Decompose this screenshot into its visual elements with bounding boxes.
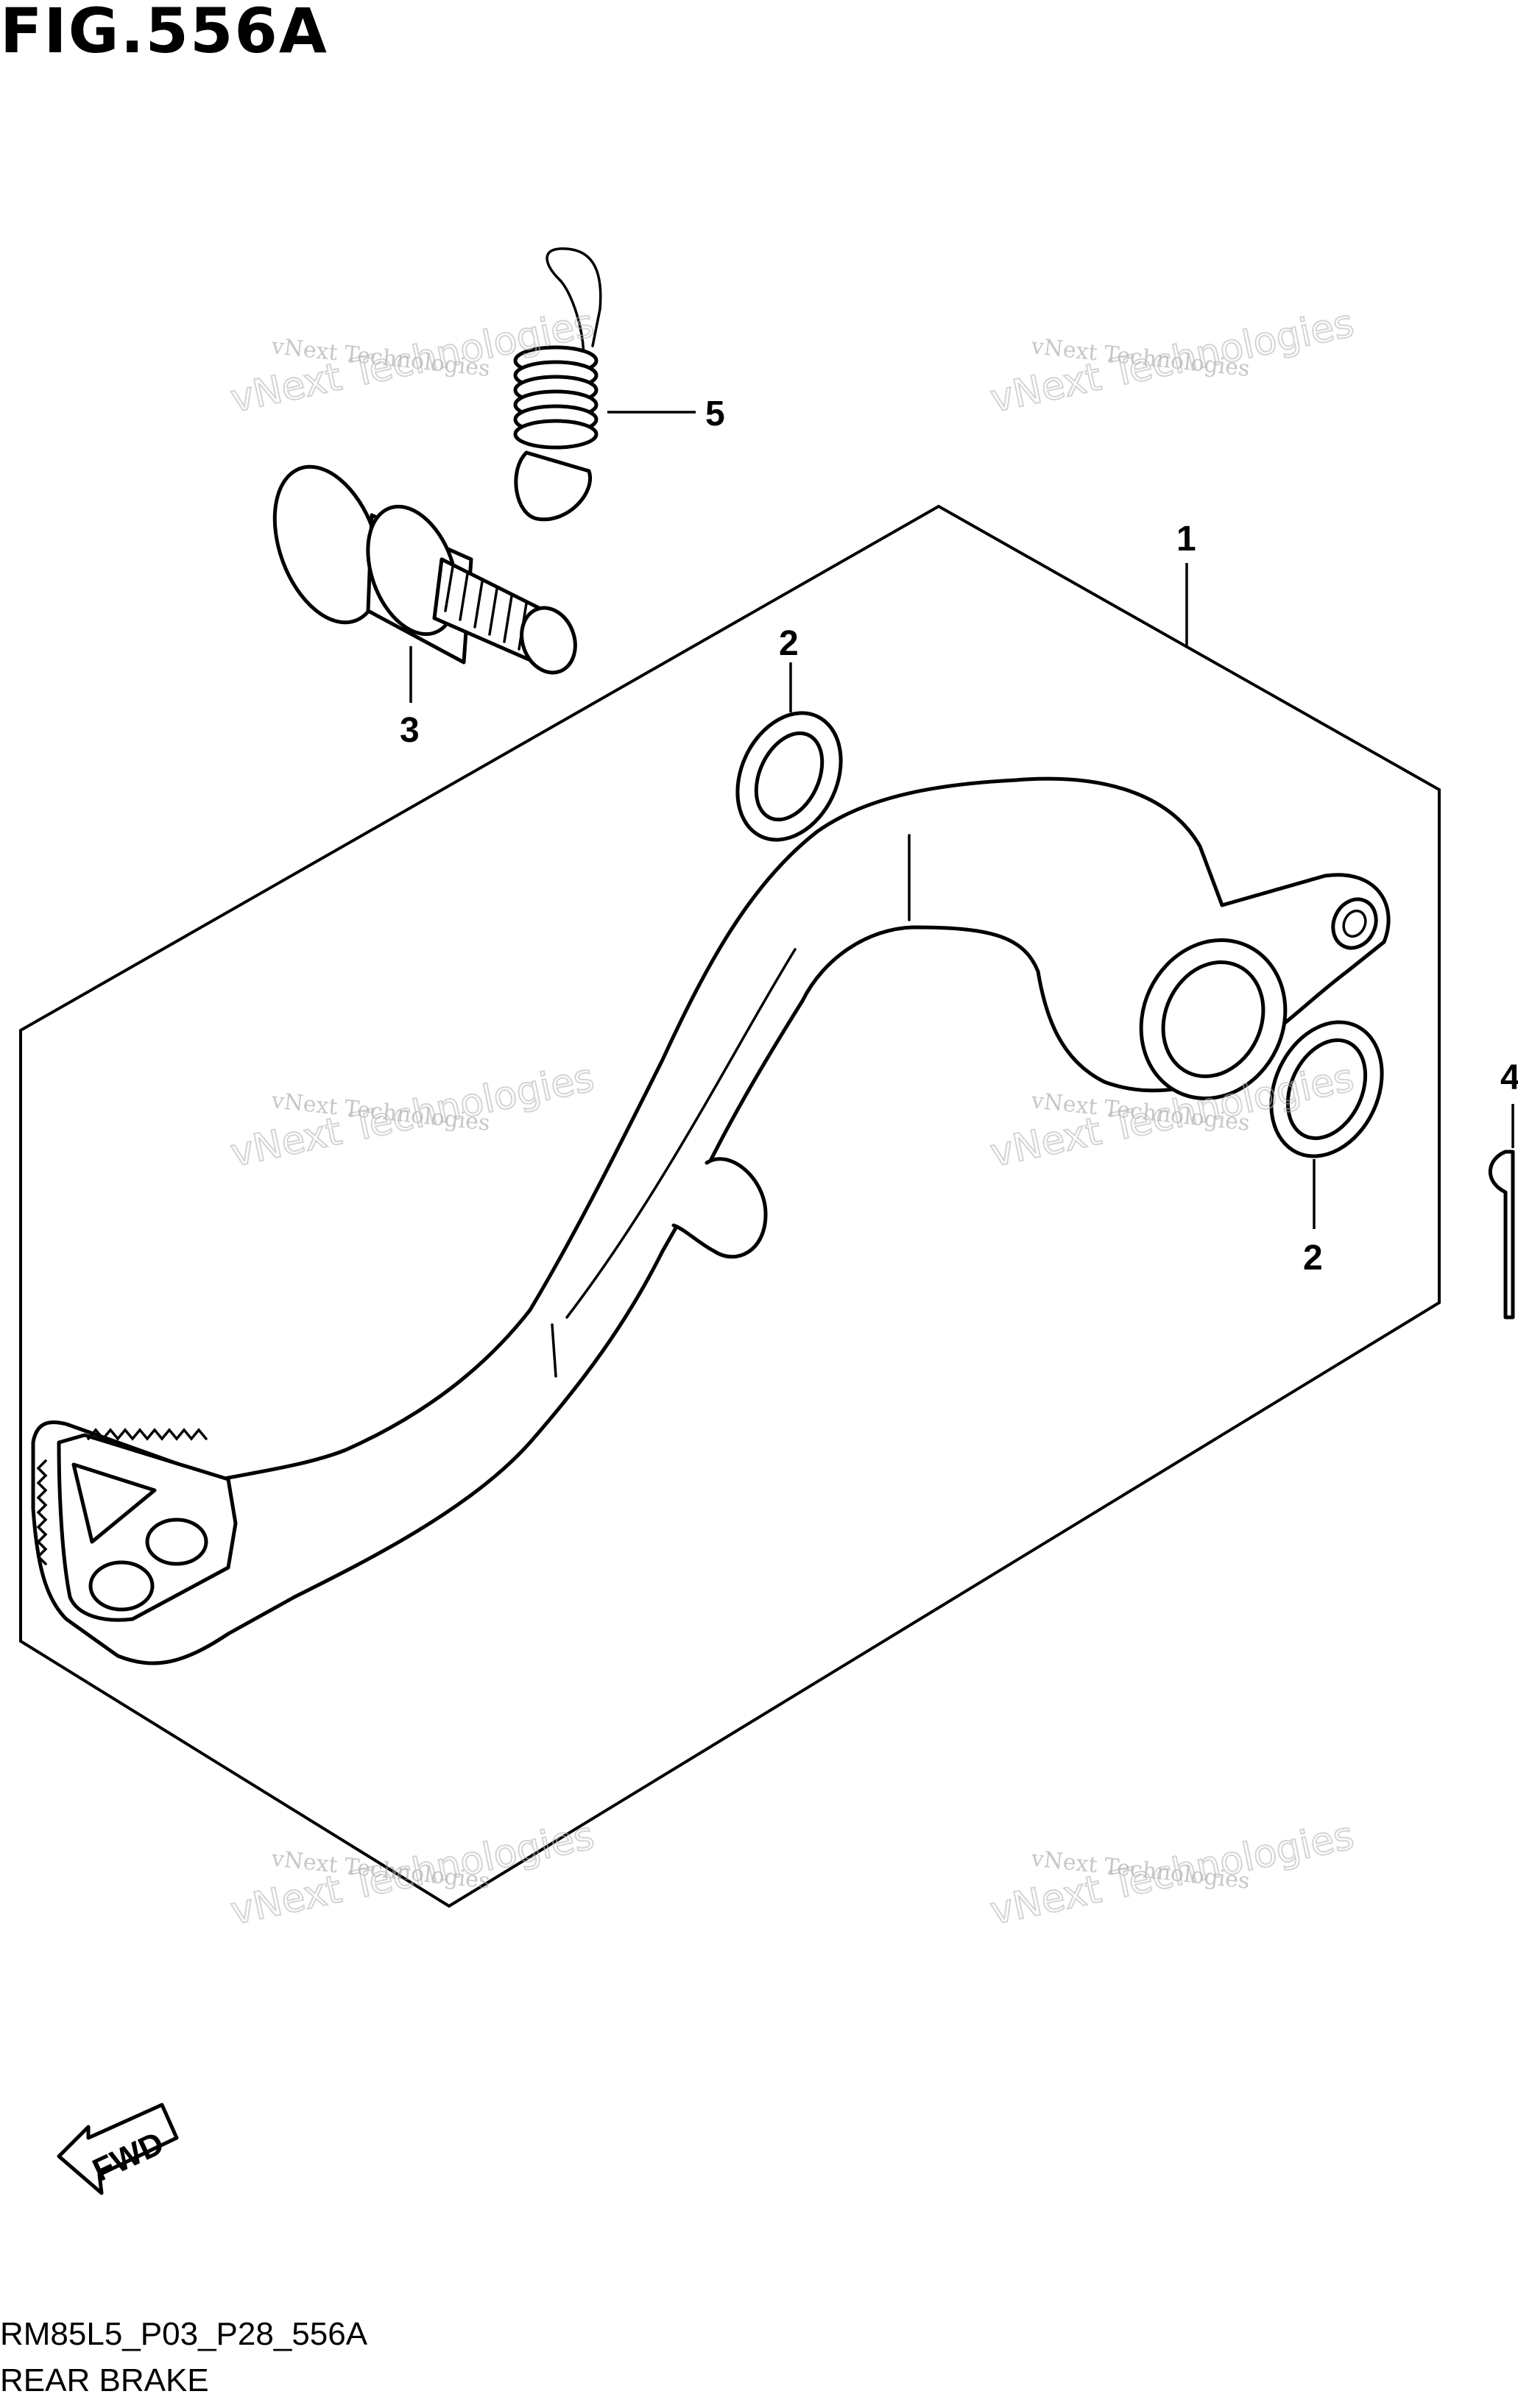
callout-2-upper: 2 [779, 624, 799, 663]
watermark-mid-left: vNext Technologies vNext Technologies [226, 1055, 599, 1177]
watermark-bottom-right: vNext Technologies vNext Technologies [986, 1813, 1358, 1935]
callout-4: 4 [1500, 1058, 1518, 1097]
svg-text:vNext Technologies: vNext Technologies [227, 1056, 598, 1176]
figure-title: FIG.556A [0, 0, 328, 67]
pivot-bolt-part-3[interactable] [255, 452, 584, 680]
watermark-bottom-left: vNext Technologies vNext Technologies [226, 1813, 599, 1935]
brake-pedal-part-1[interactable] [31, 776, 1391, 1665]
figure-code: RM85L5_P03_P28_556A [0, 2316, 368, 2352]
fwd-arrow: FWD [57, 2103, 179, 2195]
callout-1: 1 [1176, 520, 1196, 559]
leader-lines [409, 411, 1514, 1229]
svg-text:vNext Technologies: vNext Technologies [986, 302, 1358, 422]
cotter-pin-part-4[interactable] [1488, 1150, 1515, 1320]
watermark-top-right: vNext Technologies vNext Technologies [986, 301, 1358, 422]
callout-3: 3 [400, 711, 420, 750]
svg-text:vNext Technologies: vNext Technologies [986, 1814, 1358, 1934]
figure-caption: REAR BRAKE [0, 2362, 209, 2398]
washer-part-2-lower[interactable] [1250, 1004, 1402, 1174]
svg-text:vNext Technologies: vNext Technologies [227, 1814, 598, 1934]
callout-2-lower: 2 [1303, 1239, 1323, 1278]
spring-part-5[interactable] [513, 247, 602, 522]
callout-5: 5 [705, 394, 725, 433]
assembly-boundary [19, 504, 1441, 1908]
washer-part-2-upper[interactable] [718, 696, 861, 857]
